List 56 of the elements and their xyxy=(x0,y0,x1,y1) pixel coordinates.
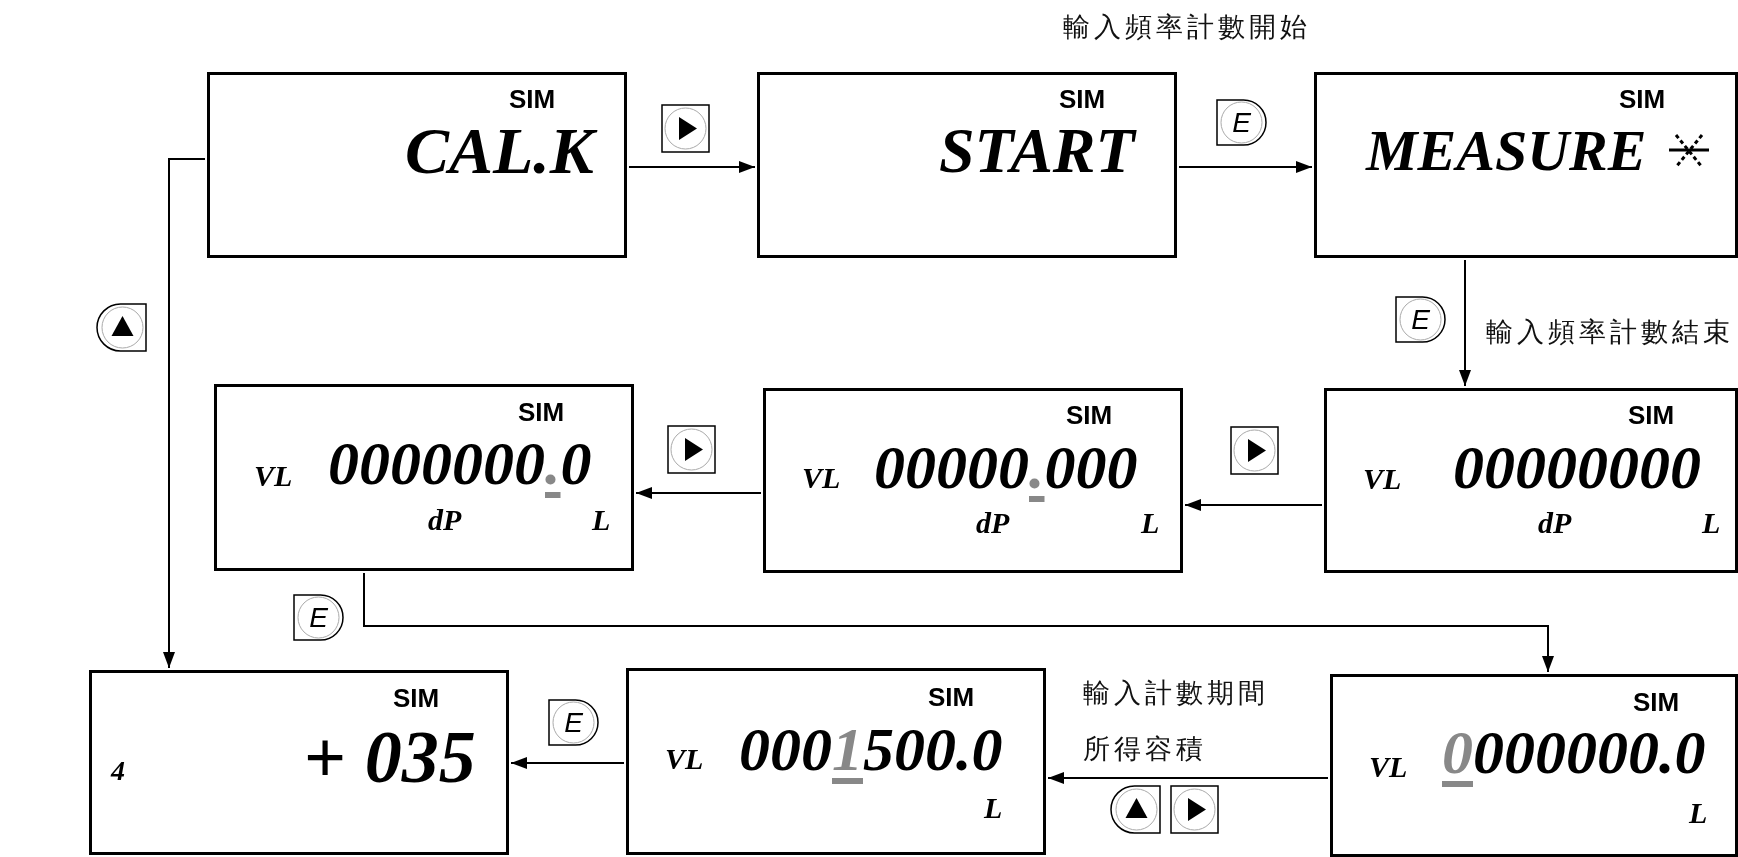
step-note: 輸入頻率計數開始 xyxy=(1063,12,1311,42)
display-value: 0001500.0 xyxy=(739,717,1003,780)
enter-key-icon: E xyxy=(1395,296,1446,343)
display-screen xyxy=(757,72,1177,258)
arrow xyxy=(1047,772,1329,784)
display-value: 0000000.0 xyxy=(328,431,592,494)
display-screen xyxy=(1314,72,1738,258)
unit-label: VL xyxy=(665,743,704,774)
arrow xyxy=(363,572,1554,673)
display-value: + 035 xyxy=(304,719,476,794)
arrow xyxy=(1459,259,1471,387)
mode-indicator: SIM xyxy=(1619,85,1666,112)
mode-indicator: SIM xyxy=(928,683,975,710)
display-screen xyxy=(626,668,1046,855)
mode-indicator: SIM xyxy=(1628,401,1675,428)
display-screen xyxy=(1330,674,1738,857)
enter-key-icon: E xyxy=(1216,99,1267,146)
display-value: 00000.000 xyxy=(874,435,1138,498)
display-value: MEASURE xyxy=(1366,121,1647,180)
unit-label: VL xyxy=(802,462,841,493)
enter-key-icon: E xyxy=(548,699,599,746)
display-value: 0000000.0 xyxy=(1442,720,1706,783)
display-value: 00000000 xyxy=(1453,435,1701,498)
arrow xyxy=(1178,161,1313,173)
enter-key-icon: E xyxy=(293,594,344,641)
unit-label: L xyxy=(1689,797,1708,828)
mode-indicator: SIM xyxy=(393,684,440,711)
display-screen xyxy=(207,72,627,258)
unit-label: dP xyxy=(1538,507,1572,538)
mode-indicator: SIM xyxy=(1633,688,1680,715)
unit-label: VL xyxy=(1369,751,1408,782)
mode-indicator: SIM xyxy=(518,398,565,425)
display-screen xyxy=(214,384,634,571)
mode-indicator: SIM xyxy=(509,85,556,112)
arrow xyxy=(163,158,206,669)
unit-label: VL xyxy=(254,460,293,491)
unit-label: dP xyxy=(428,504,462,535)
unit-label: L xyxy=(592,504,611,535)
arrow xyxy=(635,487,762,499)
mode-indicator: SIM xyxy=(1066,401,1113,428)
unit-label: L xyxy=(984,792,1003,823)
unit-label: dP xyxy=(976,507,1010,538)
unit-label: VL xyxy=(1363,463,1402,494)
display-screen xyxy=(763,388,1183,573)
arrow xyxy=(628,161,756,173)
display-value: START xyxy=(939,118,1135,183)
display-screen xyxy=(89,670,509,855)
arrow xyxy=(510,757,625,769)
unit-label: L xyxy=(1702,507,1721,538)
mode-indicator: SIM xyxy=(1059,85,1106,112)
arrow xyxy=(1184,499,1323,511)
display-digit: 4 xyxy=(111,757,125,785)
unit-label: L xyxy=(1141,507,1160,538)
step-note: 輸入頻率計數結束 xyxy=(1486,317,1734,347)
display-screen xyxy=(1324,388,1738,573)
edge-label: 輸入計數期間所得容積 xyxy=(1083,676,1270,766)
